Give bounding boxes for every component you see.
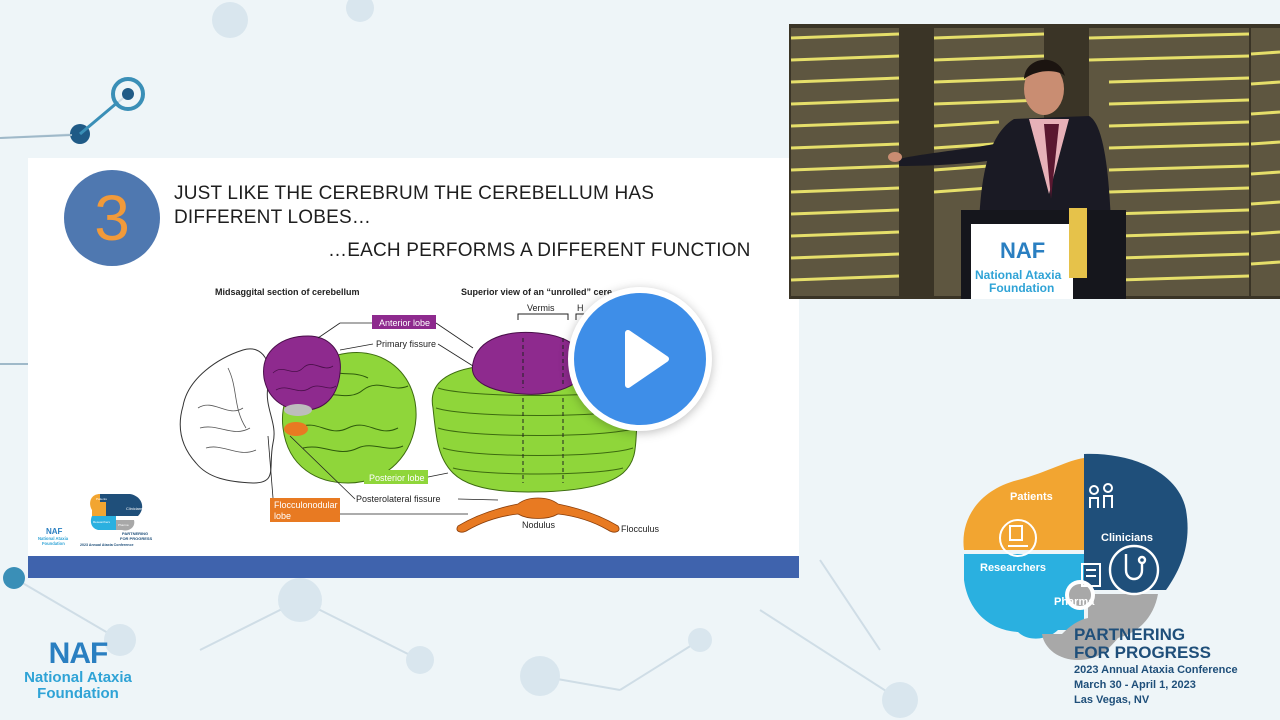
pharma-label: Pharma	[1054, 596, 1095, 608]
conference-puzzle-logo: Patients Clinicians Researchers Pharma	[963, 453, 1188, 660]
vermis-label: Vermis	[527, 303, 555, 313]
flocculonodular-label-box	[270, 498, 340, 522]
naf-logo: NAF National Ataxia Foundation	[18, 638, 138, 708]
presentation-slide: 3 JUST LIKE THE CEREBRUM THE CEREBELLUM …	[28, 158, 799, 578]
speaker-figure	[888, 59, 1111, 224]
diagram-left-title: Midsaggital section of cerebellum	[215, 287, 360, 297]
cerebellum-diagram: Midsaggital section of cerebellum Superi…	[179, 287, 660, 534]
slide-heading: JUST LIKE THE CEREBRUM THE CEREBELLUM HA…	[174, 182, 654, 230]
researchers-label: Researchers	[980, 562, 1046, 574]
patients-icon	[1089, 483, 1113, 508]
conference-text: PARTNERING FOR PROGRESS 2023 Annual Atax…	[1074, 626, 1238, 707]
anterior-lobe-label: Anterior lobe	[379, 318, 430, 328]
naf-logo-line2: Foundation	[37, 685, 119, 702]
slide-heading-line1: JUST LIKE THE CEREBRUM THE CEREBELLUM HA…	[174, 183, 655, 204]
researcher-icon	[999, 519, 1037, 557]
mini-pharma: Pharma	[118, 523, 129, 527]
mini-patients: Patients	[96, 497, 107, 501]
anterior-lobe-unrolled	[471, 331, 585, 395]
conference-dates: March 30 - April 1, 2023	[1074, 679, 1196, 691]
prescription-icon	[1081, 563, 1101, 587]
flocculonodular-label-line1: Flocculonodular	[274, 500, 338, 510]
flocculonodular-unrolled	[456, 497, 620, 533]
slide-footer-bar	[28, 556, 799, 578]
conference-location: Las Vegas, NV	[1074, 694, 1150, 706]
researchers-piece	[964, 554, 1084, 639]
mini-for-progress: FOR PROGRESS	[120, 536, 153, 541]
mini-naf-line1: National Ataxia	[38, 536, 69, 541]
slide-conference-logo: Patients Clinicians Researchers Pharma P…	[38, 494, 153, 547]
mini-naf-line2: Foundation	[42, 541, 65, 546]
patients-label: Patients	[1010, 491, 1053, 503]
podium-naf: NAF	[1000, 238, 1045, 263]
flocculonodular-label-line2: lobe	[274, 511, 291, 521]
podium: NAF National Ataxia Foundation	[961, 208, 1126, 299]
slide-heading-line2: DIFFERENT LOBES…	[174, 207, 372, 228]
diagram-right-title: Superior view of an “unrolled” cere	[461, 287, 612, 297]
mini-conference: 2023 Annual Ataxia Conference	[80, 543, 133, 547]
hemisphere-label: H	[577, 303, 584, 313]
flocculonodular-section	[284, 422, 308, 436]
conference-name: 2023 Annual Ataxia Conference	[1074, 664, 1238, 676]
mini-naf: NAF	[46, 527, 63, 536]
posterior-lobe-label: Posterior lobe	[369, 473, 425, 483]
naf-logo-acronym: NAF	[48, 637, 109, 670]
pharma-piece	[1042, 594, 1158, 660]
patients-piece	[963, 458, 1084, 550]
slide-subheading: …EACH PERFORMS A DIFFERENT FUNCTION	[328, 240, 751, 261]
podium-naf-line2: Foundation	[989, 281, 1054, 295]
flocculus-label: Flocculus	[621, 524, 660, 534]
mini-partnering: PARTNERING	[122, 531, 148, 536]
anterior-lobe-section	[263, 335, 341, 411]
mini-researchers: Researchers	[93, 520, 111, 524]
play-icon	[625, 330, 669, 388]
play-button[interactable]	[568, 287, 712, 431]
posterolateral-fissure-label: Posterolateral fissure	[356, 494, 441, 504]
naf-logo-line1: National Ataxia	[24, 669, 132, 686]
clinicians-piece	[1084, 453, 1188, 590]
speaker-video: NAF National Ataxia Foundation	[789, 24, 1280, 299]
podium-naf-line1: National Ataxia	[975, 268, 1062, 282]
mini-clinicians: Clinicians	[126, 506, 143, 511]
brainstem-outline	[179, 348, 275, 484]
anterior-lobe-label-box	[372, 315, 436, 329]
conference-title-line2: FOR PROGRESS	[1074, 643, 1211, 662]
stethoscope-icon	[1108, 544, 1160, 596]
posterior-lobe-label-box	[364, 470, 428, 484]
primary-fissure-label: Primary fissure	[376, 339, 436, 349]
nodulus-label: Nodulus	[522, 520, 556, 530]
clinicians-label: Clinicians	[1101, 532, 1153, 544]
conference-title-line1: PARTNERING	[1074, 625, 1186, 644]
step-number-badge: 3	[64, 170, 160, 266]
